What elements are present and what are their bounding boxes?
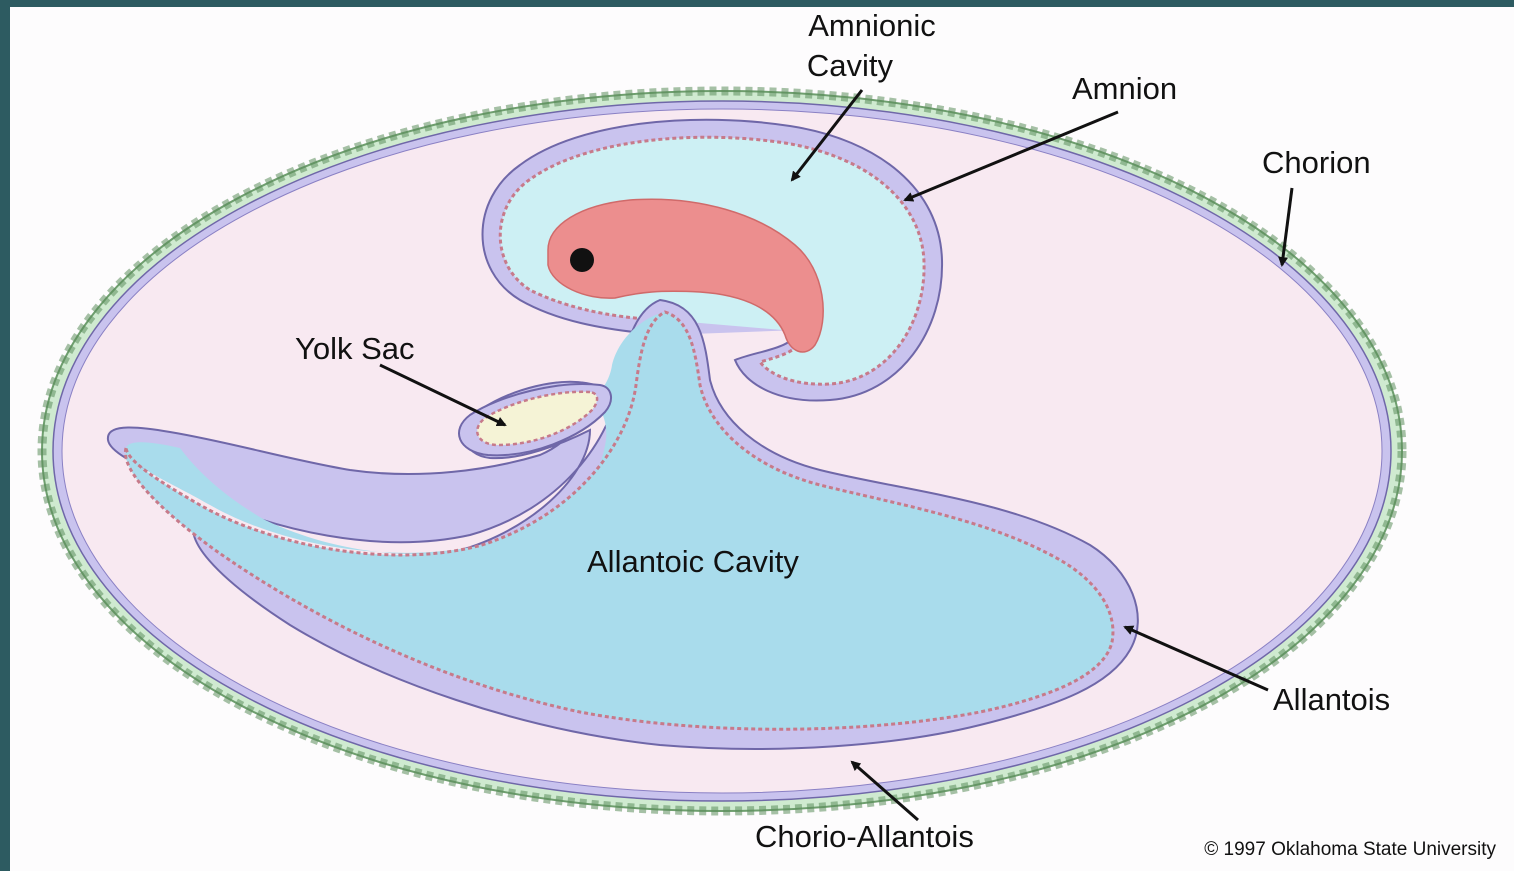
- yolk-sac-label: Yolk Sac: [295, 331, 415, 366]
- allantoic-cavity-label: Allantoic Cavity: [587, 544, 799, 579]
- amnionic-cavity-label-line2: Cavity: [807, 48, 894, 83]
- chorion-label: Chorion: [1262, 145, 1371, 180]
- chorio-allantois-label: Chorio-Allantois: [755, 819, 974, 854]
- amnion-label: Amnion: [1072, 71, 1177, 106]
- amnionic-cavity-label-line1: Amnionic: [808, 8, 936, 43]
- allantois-label: Allantois: [1273, 682, 1390, 717]
- embryo-eye: [570, 248, 594, 272]
- copyright-notice: © 1997 Oklahoma State University: [1204, 839, 1496, 860]
